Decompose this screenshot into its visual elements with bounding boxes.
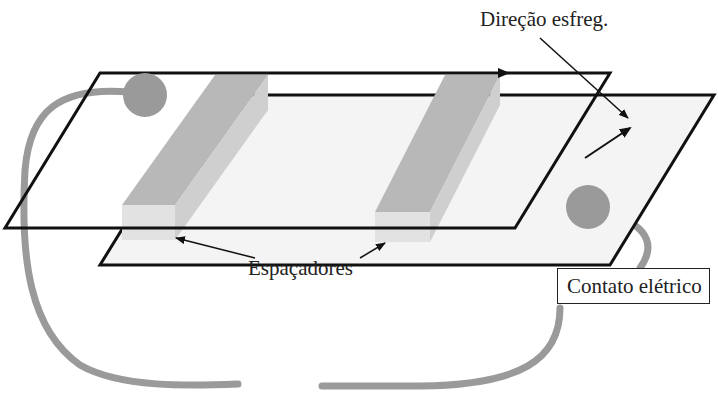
contact-disc [123, 73, 167, 117]
top-plate [5, 73, 610, 228]
leader-line [176, 238, 255, 258]
spacer [122, 205, 175, 240]
box-text: Contato elétrico [567, 275, 700, 298]
leader-line [360, 243, 385, 258]
contact-box: Contato elétrico [557, 268, 710, 304]
spacer-label: Espaçadores [248, 257, 353, 280]
wire [322, 308, 560, 386]
contact-disc [566, 185, 610, 229]
spacer [430, 75, 500, 242]
leader-line [540, 38, 628, 118]
direction-label: Direção esfreg. [480, 8, 608, 31]
rub-arrow [585, 128, 630, 158]
spacer [375, 75, 500, 212]
rub-arrow [430, 72, 508, 74]
spacer [175, 75, 268, 240]
